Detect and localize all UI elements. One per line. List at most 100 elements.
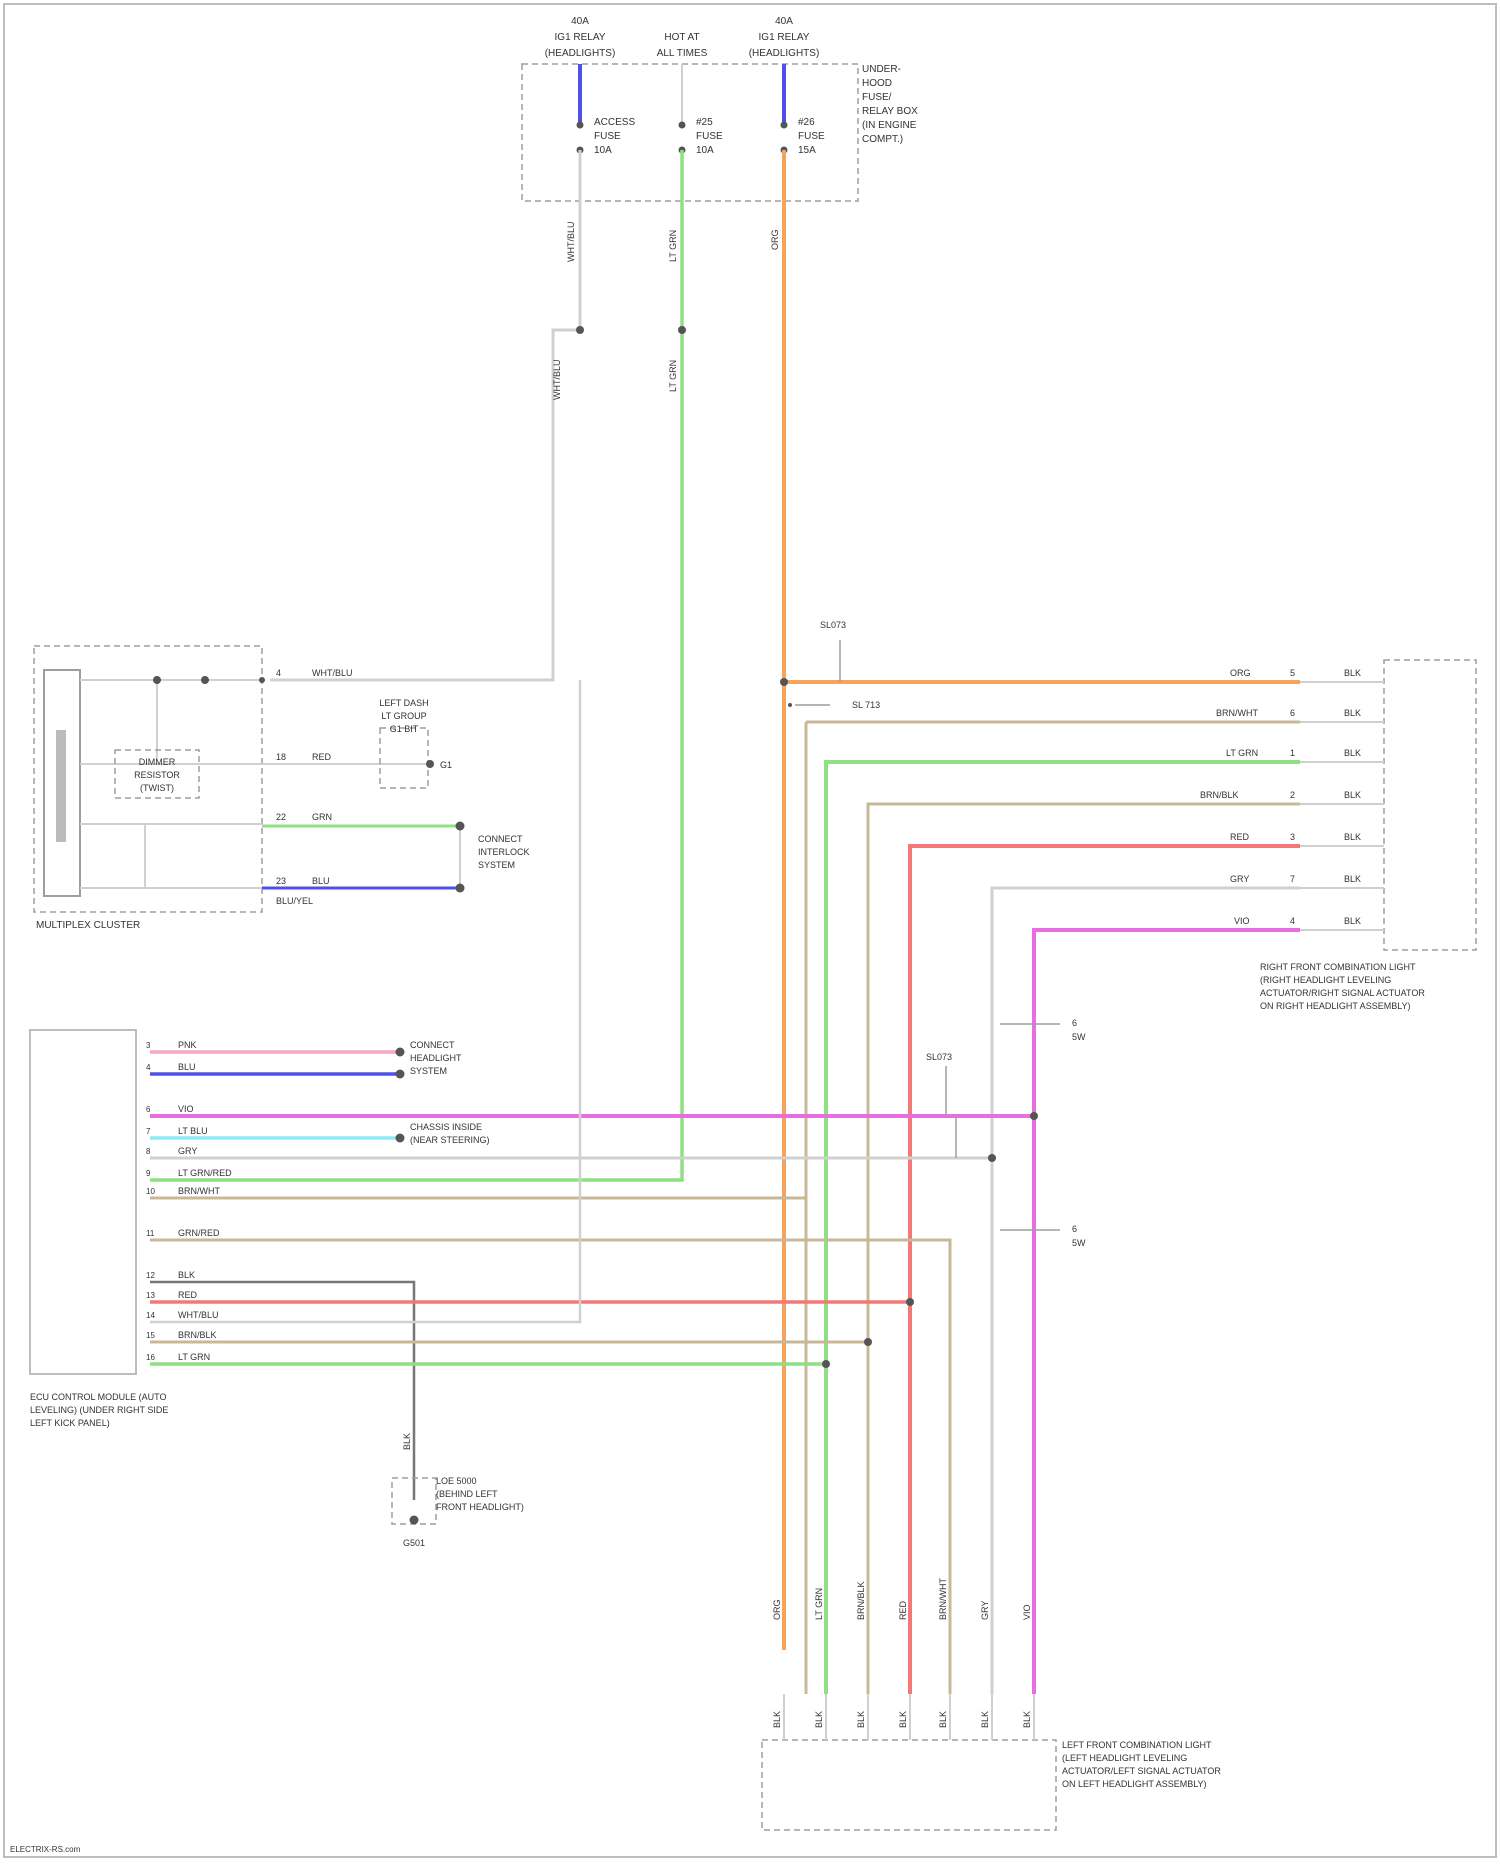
ecu-pin-7: 7 (146, 1127, 151, 1136)
ecu-red-splice (906, 1298, 914, 1306)
fuse-box-label-6: COMPT.) (862, 134, 903, 145)
cluster-pin22-num: 22 (276, 812, 286, 822)
ll-end-1: BLK (772, 1711, 782, 1728)
ecu-color-11: GRN/RED (178, 1228, 220, 1238)
fuse-left-terminal-top (577, 122, 584, 129)
ecu-pin-14: 14 (146, 1311, 155, 1320)
ecu-pin-12: 12 (146, 1271, 155, 1280)
ecu-pnk-dot (396, 1048, 405, 1057)
fuse-right-terminal-top (781, 122, 788, 129)
ecu-label-1: ECU CONTROL MODULE (AUTO (30, 1392, 167, 1402)
ground-g1-label-3: G1 BIT (390, 724, 419, 734)
wire-lt-grn-feed (150, 150, 682, 1180)
left-lamp-label-3: ACTUATOR/LEFT SIGNAL ACTUATOR (1062, 1766, 1221, 1776)
rl-wire-5-color: RED (1230, 832, 1250, 842)
rl-wire-6-end: BLK (1344, 874, 1361, 884)
fuse-left-header-3: (HEADLIGHTS) (545, 48, 616, 59)
multiplex-cluster: DIMMER RESISTOR (TWIST) 4 WHT/BLU 18 RED… (34, 646, 530, 931)
wire-label-fuse-left: WHT/BLU (566, 222, 576, 263)
ll-end-7: BLK (1022, 1711, 1032, 1728)
wire-rl-lt-grn (826, 762, 1300, 1694)
ecu-gry-splice (988, 1154, 996, 1162)
rl-wire-4-color: BRN/BLK (1200, 790, 1239, 800)
cluster-connect-label-2: INTERLOCK (478, 847, 530, 857)
cluster-pin4-wire: WHT/BLU (312, 668, 353, 678)
cluster-pin18-num: 18 (276, 752, 286, 762)
ecu-pin-4: 4 (146, 1063, 151, 1072)
marker-1: 6 (1072, 1018, 1077, 1028)
ecu-blu-dot (396, 1070, 405, 1079)
fuse-right-label-1: #26 (798, 117, 815, 128)
fuse-box-label-2: HOOD (862, 78, 892, 89)
cluster-pin4-dot (259, 677, 265, 683)
fuse-right-header-1: 40A (775, 16, 793, 27)
ecu-pin-11: 11 (146, 1229, 155, 1238)
left-lamp-label-4: ON LEFT HEADLIGHT ASSEMBLY) (1062, 1779, 1207, 1789)
connector-dot-lt-grn (678, 326, 686, 334)
fuse-left-header-1: 40A (571, 16, 589, 27)
fuse-center-terminal-top (679, 122, 686, 129)
ecu-label-2: LEVELING) (UNDER RIGHT SIDE (30, 1405, 168, 1415)
ground-g1-tag: G1 (440, 760, 452, 770)
fuse-left-label-2: FUSE (594, 131, 621, 142)
cluster-name: MULTIPLEX CLUSTER (36, 920, 140, 931)
ecu-color-15: BRN/BLK (178, 1330, 217, 1340)
ecu-color-14: WHT/BLU (178, 1310, 219, 1320)
rl-wire-3-pin: 1 (1290, 748, 1295, 758)
ground-wire-label: BLK (402, 1433, 412, 1450)
ecu-lt-blu-dot (396, 1134, 405, 1143)
cluster-node-b (201, 676, 209, 684)
wire-label-lt-grn-mid: LT GRN (668, 360, 678, 392)
cluster-connect-label-1: CONNECT (478, 834, 523, 844)
splice-mid-marker (788, 703, 792, 707)
ground-g501: BLK G501 LOE 5000 (BEHIND LEFT FRONT HEA… (392, 1433, 524, 1548)
ecu-wire-grn-red (150, 1240, 950, 1694)
wire-wht-blu-feed (270, 150, 580, 680)
rl-wire-2-end: BLK (1344, 708, 1361, 718)
rl-wire-7-pin: 4 (1290, 916, 1295, 926)
ground-g501-label-3: FRONT HEADLIGHT) (436, 1502, 524, 1512)
fuse-right-header-3: (HEADLIGHTS) (749, 48, 820, 59)
rl-wire-2-pin: 6 (1290, 708, 1295, 718)
ecu-color-3: PNK (178, 1040, 197, 1050)
rl-wire-6-color: GRY (1230, 874, 1249, 884)
rl-wire-3-end: BLK (1344, 748, 1361, 758)
ll-end-6: BLK (980, 1711, 990, 1728)
ll-wire-1: ORG (772, 1599, 782, 1620)
dimmer-resistor-label-1: DIMMER (139, 757, 176, 767)
cluster-grn-dot (456, 822, 465, 831)
ground-g501-tag: G501 (403, 1538, 425, 1548)
rl-wire-4-pin: 2 (1290, 790, 1295, 800)
splice-mid-label: SL 713 (852, 700, 880, 710)
right-lamp-label-2: (RIGHT HEADLIGHT LEVELING (1260, 975, 1391, 985)
rl-wire-4-end: BLK (1344, 790, 1361, 800)
ecu-color-6: VIO (178, 1104, 194, 1114)
ll-wire-4: RED (898, 1600, 908, 1620)
dimmer-resistor-label-3: (TWIST) (140, 783, 174, 793)
fuse-right-header-2: IG1 RELAY (759, 32, 810, 43)
right-lamp-outline (1384, 660, 1476, 950)
ground-g1-label-1: LEFT DASH (379, 698, 428, 708)
cluster-connector-bar (56, 730, 66, 842)
ll-end-2: BLK (814, 1711, 824, 1728)
rl-wire-6-pin: 7 (1290, 874, 1295, 884)
wire-label-wht-blu-mid: WHT/BLU (552, 360, 562, 401)
ecu-dest-pnk-1: CONNECT (410, 1040, 455, 1050)
left-lamp-label-1: LEFT FRONT COMBINATION LIGHT (1062, 1740, 1212, 1750)
ecu-color-13: RED (178, 1290, 198, 1300)
fuse-right-label-3: 15A (798, 145, 816, 156)
rl-wire-5-end: BLK (1344, 832, 1361, 842)
cluster-bottom-label: BLU/YEL (276, 896, 313, 906)
wire-label-fuse-center: LT GRN (668, 230, 678, 262)
footer-credit: ELECTRIX-RS.com (10, 1845, 81, 1854)
wire-label-fuse-right: ORG (770, 229, 780, 250)
rl-wire-7-end: BLK (1344, 916, 1361, 926)
fuse-center-label-1: #25 (696, 117, 713, 128)
ecu-pin-3: 3 (146, 1041, 151, 1050)
ecu-color-16: LT GRN (178, 1352, 210, 1362)
ecu-dest-ltblu-1: CHASSIS INSIDE (410, 1122, 482, 1132)
rl-wire-1-end: BLK (1344, 668, 1361, 678)
connector-dot-wht-blu (576, 326, 584, 334)
cluster-node-a (153, 676, 161, 684)
ecu-brn-blk-splice (864, 1338, 872, 1346)
